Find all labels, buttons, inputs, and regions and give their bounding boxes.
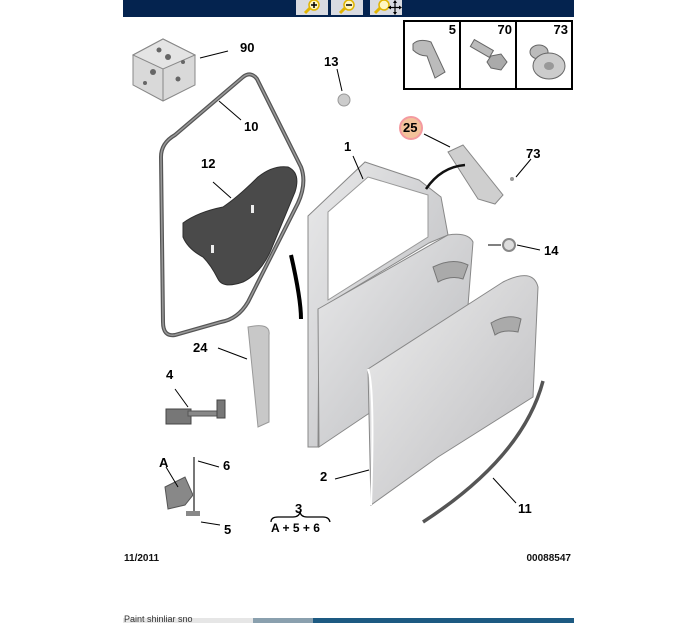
inset-part-number: 5 bbox=[448, 22, 456, 37]
callout-11[interactable]: 11 bbox=[518, 501, 532, 516]
diagram-date: 11/2011 bbox=[124, 553, 160, 564]
callout-24[interactable]: 24 bbox=[193, 340, 208, 355]
callout-4[interactable]: 4 bbox=[166, 367, 174, 382]
callout-14[interactable]: 14 bbox=[544, 243, 559, 258]
bottom-tab-2[interactable] bbox=[253, 618, 313, 623]
bottom-tab-strip bbox=[123, 618, 574, 623]
hinge-assembly-part[interactable] bbox=[164, 457, 200, 516]
callout-6[interactable]: 6 bbox=[223, 458, 231, 473]
fastener-kit-box-part[interactable] bbox=[131, 38, 197, 102]
callout-A[interactable]: A bbox=[159, 455, 169, 470]
inset-part-5[interactable]: 5 bbox=[405, 22, 461, 88]
inset-part-number: 70 bbox=[497, 22, 512, 37]
inset-part-70[interactable]: 70 bbox=[461, 22, 517, 88]
callout-1[interactable]: 1 bbox=[344, 139, 352, 154]
callout-13[interactable]: 13 bbox=[324, 54, 339, 69]
callout-25-highlight bbox=[399, 116, 423, 140]
exploded-view-drawing bbox=[131, 38, 545, 526]
diagram-toolbar bbox=[123, 0, 574, 17]
bottom-tab-1[interactable] bbox=[123, 618, 253, 623]
callout-2[interactable]: 2 bbox=[320, 469, 328, 484]
zoom-pan-icon bbox=[373, 0, 402, 15]
callout-3-formula: A + 5 + 6 bbox=[271, 521, 320, 535]
bottom-partial-text: Paint shinliar sno bbox=[124, 614, 193, 624]
diagram-reference-number: 00088547 bbox=[526, 553, 572, 564]
fastener-inset: 5 70 73 bbox=[403, 20, 573, 90]
callout-5[interactable]: 5 bbox=[224, 522, 232, 537]
callout-90[interactable]: 90 bbox=[240, 40, 255, 55]
zoom-out-button[interactable] bbox=[331, 0, 363, 15]
rivet-icon bbox=[529, 44, 566, 80]
callout-3[interactable]: 3 bbox=[295, 501, 303, 516]
zoom-out-icon bbox=[338, 0, 355, 15]
zoom-in-icon bbox=[303, 0, 320, 15]
parts-diagram: 5 70 73 90 10 13 25 73 12 1 14 24 4 bbox=[123, 17, 574, 600]
callout-10[interactable]: 10 bbox=[244, 119, 259, 134]
door-check-strap-part[interactable] bbox=[165, 399, 226, 425]
zoom-in-button[interactable] bbox=[296, 0, 328, 15]
inset-part-number: 73 bbox=[553, 22, 568, 37]
bolt-icon bbox=[469, 38, 508, 71]
inset-part-73[interactable]: 73 bbox=[517, 22, 571, 88]
pan-zoom-button[interactable] bbox=[370, 0, 402, 15]
callout-12[interactable]: 12 bbox=[201, 156, 216, 171]
clip-icon bbox=[412, 39, 446, 79]
callout-25[interactable]: 25 bbox=[403, 120, 418, 135]
callout-73[interactable]: 73 bbox=[526, 146, 541, 161]
